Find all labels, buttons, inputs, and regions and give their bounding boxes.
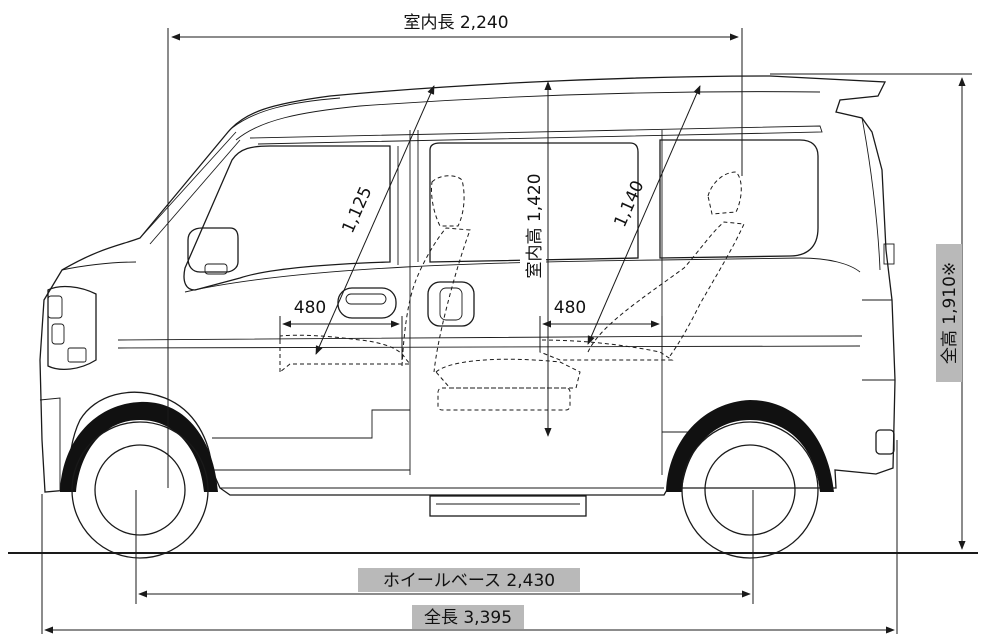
interior-length-label: 室内長 2,240 <box>403 13 508 33</box>
overall-height-highlight <box>936 244 962 382</box>
front-wheel <box>60 401 218 559</box>
diagonal-front-label: 1,125 <box>338 184 376 237</box>
extension-lines <box>41 28 972 634</box>
overall-length-highlight <box>412 605 524 629</box>
diagonal-rear-label: 1,140 <box>610 178 648 231</box>
seat-depth-rear-label: 480 <box>554 298 586 318</box>
diagonal-front-line <box>315 85 435 355</box>
wheelbase-highlight <box>358 568 580 592</box>
overall-length-label: 全長 3,395 <box>424 608 512 628</box>
overall-height-label: 全高 1,910※ <box>940 262 960 364</box>
seat-depth-front-label: 480 <box>294 298 326 318</box>
interior-height-label: 室内高 1,420 <box>525 173 545 278</box>
wheelbase-label: ホイールベース 2,430 <box>383 571 555 591</box>
diagonal-rear-line <box>587 85 701 345</box>
rear-wheel <box>666 400 834 559</box>
van-body <box>39 75 896 517</box>
